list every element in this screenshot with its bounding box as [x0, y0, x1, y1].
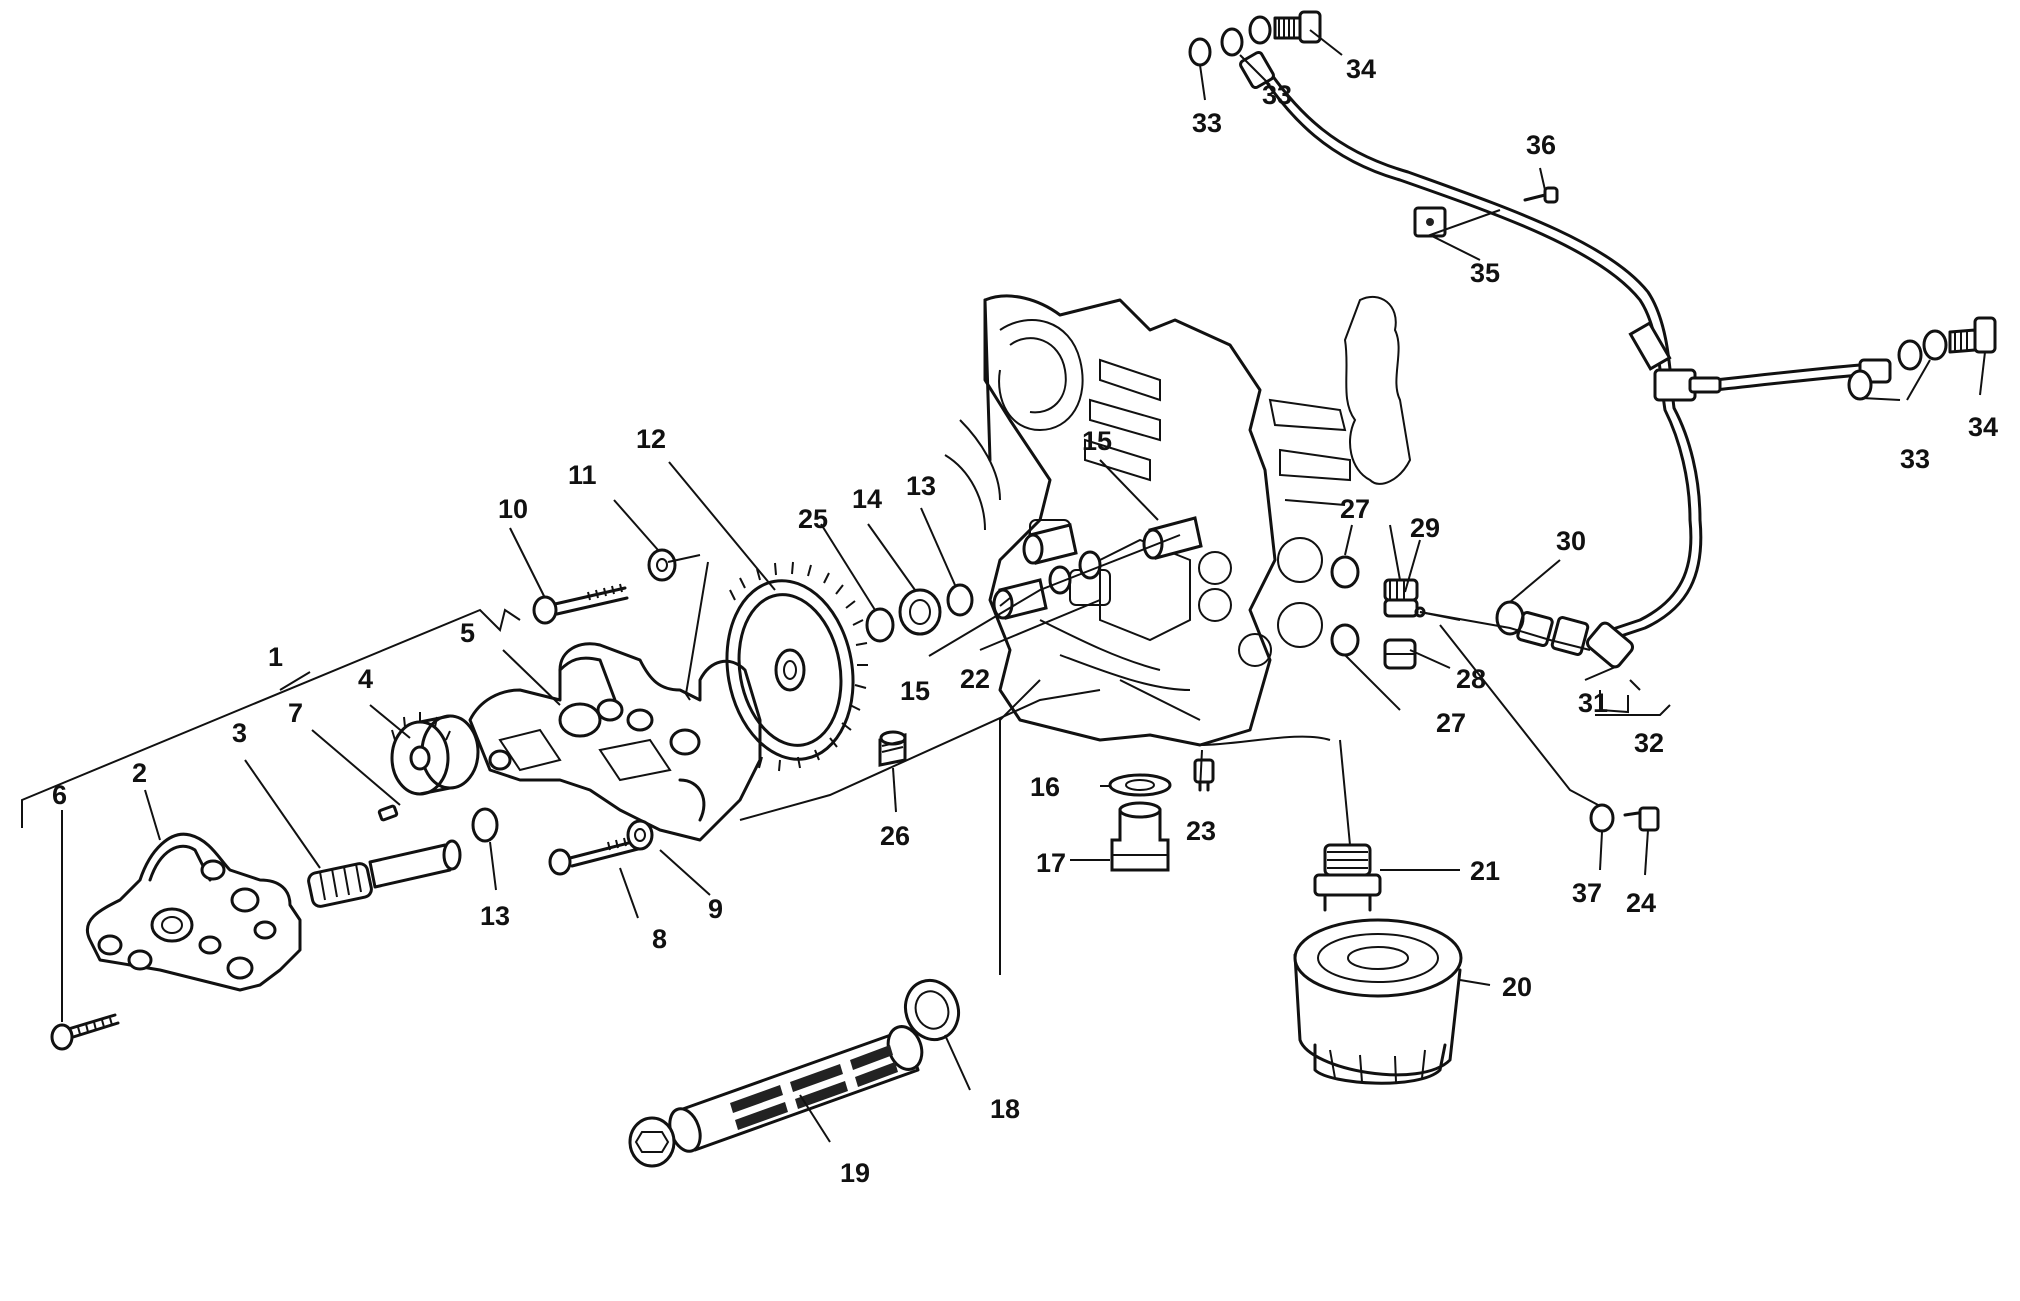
- callout-19: 19: [840, 1158, 870, 1188]
- callout-14: 14: [852, 484, 882, 514]
- callout-36: 36: [1526, 130, 1556, 160]
- oil-filter: [1293, 918, 1463, 1085]
- callout-15-upper: 15: [1082, 426, 1112, 456]
- cover-bolt: [50, 1013, 120, 1051]
- screw-36: [1523, 186, 1559, 204]
- callout-33-c: 33: [1900, 444, 1930, 474]
- callout-18: 18: [990, 1094, 1020, 1124]
- callout-31: 31: [1578, 688, 1608, 718]
- callout-23: 23: [1186, 816, 1216, 846]
- callout-3: 3: [232, 718, 247, 748]
- callout-11: 11: [568, 460, 597, 490]
- callout-25: 25: [798, 504, 828, 534]
- callout-37: 37: [1572, 878, 1602, 908]
- callout-33-a: 33: [1192, 108, 1222, 138]
- callout-22: 22: [960, 664, 990, 694]
- oil-strainer: [628, 1025, 924, 1168]
- callout-34-a: 34: [1346, 54, 1376, 84]
- washer-37: [1589, 803, 1615, 833]
- washers-27: [1330, 555, 1360, 657]
- pump-bolt-upper: [532, 548, 677, 625]
- callout-10: 10: [498, 494, 528, 524]
- callout-24: 24: [1626, 888, 1656, 918]
- callout-6: 6: [52, 780, 67, 810]
- oil-pump-body: [468, 642, 762, 842]
- callout-9: 9: [708, 894, 723, 924]
- callout-33-b: 33: [1262, 80, 1292, 110]
- pipe-bracket: [1413, 206, 1447, 238]
- callout-32: 32: [1634, 728, 1664, 758]
- banjo-bolt-right: [1847, 316, 1997, 401]
- bushing-left: [992, 565, 1072, 620]
- callout-7: 7: [288, 698, 303, 728]
- leader-lines: [21, 29, 1986, 1143]
- union-29: [1383, 578, 1419, 618]
- callout-26: 26: [880, 821, 910, 851]
- callout-13-lower: 13: [480, 901, 510, 931]
- banjo-bolt-upper: [1188, 10, 1322, 67]
- callout-16: 16: [1030, 772, 1060, 802]
- screw-24: [1623, 806, 1660, 832]
- plug-screw-23: [1193, 758, 1215, 792]
- drain-plug: [1110, 801, 1170, 872]
- dowel-26: [878, 730, 907, 767]
- callout-17: 17: [1036, 848, 1066, 878]
- plug-28: [1383, 638, 1417, 670]
- oil-pipe-assembly: [1239, 50, 1892, 669]
- callout-27-lower: 27: [1436, 708, 1466, 738]
- dowel-pin: [377, 804, 399, 822]
- callout-12: 12: [636, 424, 666, 454]
- callout-27-upper: 27: [1340, 494, 1370, 524]
- pipe-end-fitting: [1516, 610, 1635, 669]
- callout-28: 28: [1456, 664, 1486, 694]
- callout-labels: 1 2 3 4 5 6 7 8 9 10 11 12 13 13 14 15 1…: [52, 54, 1998, 1188]
- callout-20: 20: [1502, 972, 1532, 1002]
- pump-drive-gear: [725, 561, 868, 772]
- callout-35: 35: [1470, 258, 1500, 288]
- callout-2: 2: [132, 758, 147, 788]
- callout-4: 4: [358, 664, 373, 694]
- callout-15-lower: 15: [900, 676, 930, 706]
- pump-rotor-gear: [390, 712, 480, 796]
- callout-30: 30: [1556, 526, 1586, 556]
- bushing-right: [1022, 516, 1203, 580]
- callout-21: 21: [1470, 856, 1500, 886]
- callout-1: 1: [268, 642, 283, 672]
- pump-shaft: [307, 839, 462, 908]
- oil-pump-cover: [85, 832, 302, 992]
- callout-29: 29: [1410, 513, 1440, 543]
- shaft-washers: [865, 583, 974, 643]
- filter-nipple: [1313, 843, 1382, 912]
- drain-washer: [1108, 773, 1172, 797]
- callout-34-b: 34: [1968, 412, 1998, 442]
- callout-5: 5: [460, 618, 475, 648]
- washer-30: [1495, 600, 1525, 636]
- callout-8: 8: [652, 924, 667, 954]
- strainer-gasket: [904, 978, 960, 1042]
- circlip-lower: [471, 807, 499, 843]
- pump-bolt-lower: [548, 819, 654, 876]
- callout-13-upper: 13: [906, 471, 936, 501]
